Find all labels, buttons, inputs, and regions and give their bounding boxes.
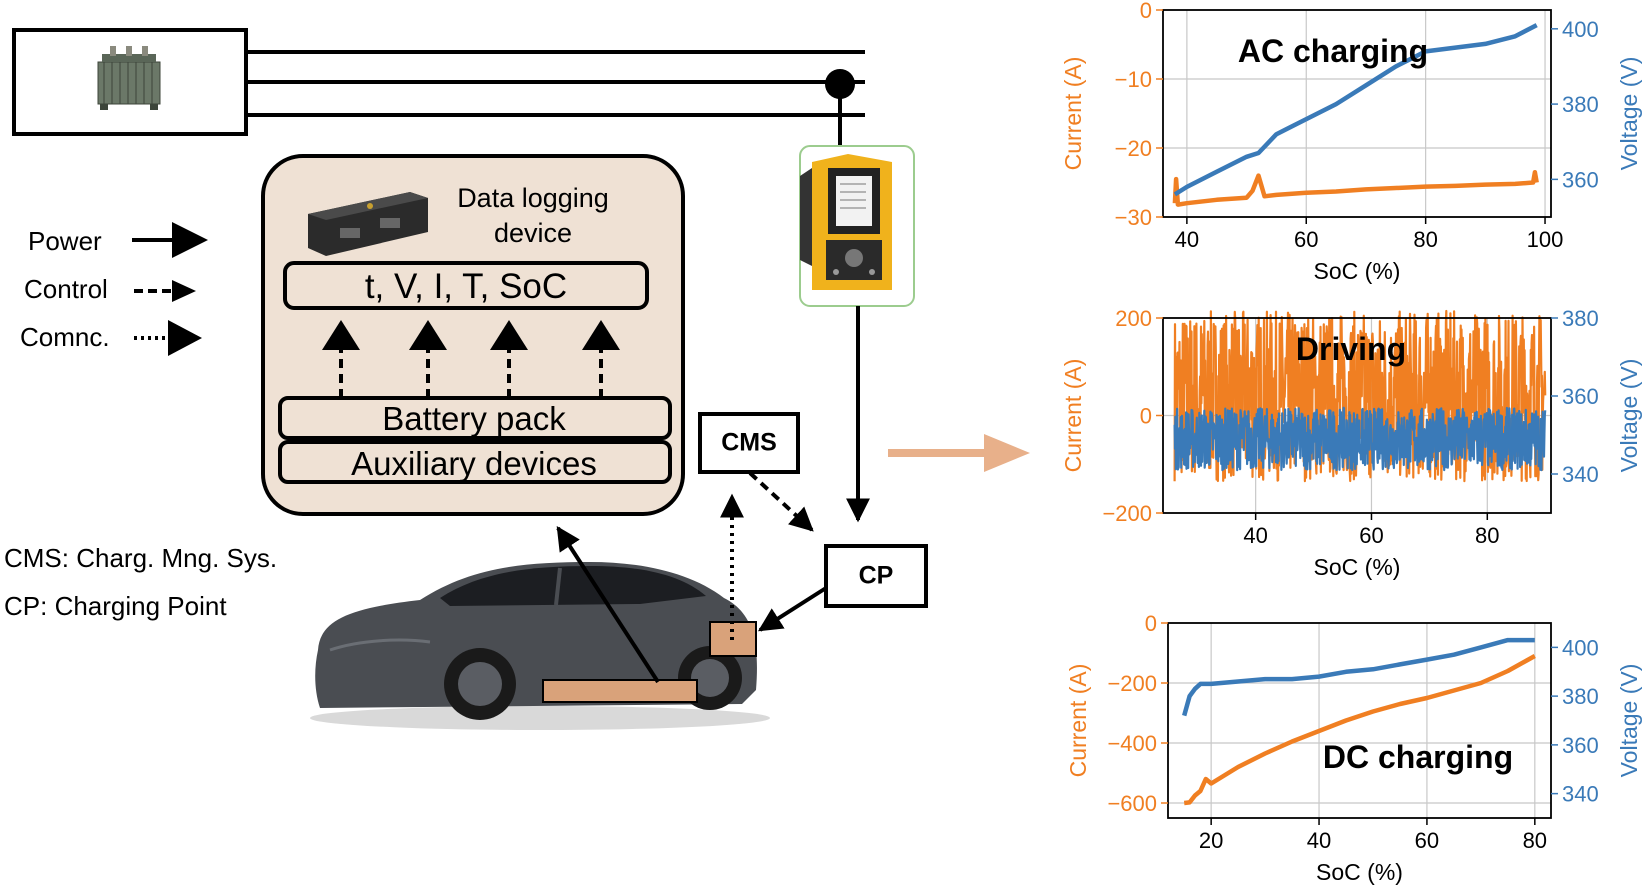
signals-box	[283, 261, 649, 310]
abbr-cp: CP: Charging Point	[4, 591, 227, 621]
y-right-axis-label: Voltage (V)	[1616, 359, 1642, 473]
series-current	[1183, 654, 1536, 806]
y-left-tick-label: 0	[1140, 404, 1152, 429]
cp-label: CP	[859, 562, 894, 590]
chart-title: DC charging	[1323, 739, 1513, 775]
y-right-tick-label: 340	[1562, 462, 1599, 487]
battery-pack-label: Battery pack	[382, 400, 566, 437]
battery-location-strip	[542, 679, 698, 703]
y-left-tick-label: −30	[1115, 205, 1152, 230]
x-tick-label: 60	[1294, 227, 1318, 252]
series-voltage	[1173, 23, 1538, 197]
x-axis-label: SoC (%)	[1314, 258, 1401, 284]
measurement-arrow-heads	[322, 320, 620, 350]
car-to-logger-arrow	[556, 525, 660, 684]
y-left-tick-label: −400	[1107, 731, 1157, 756]
logger-title-line1: Data logging	[457, 183, 609, 213]
cms-box	[698, 412, 800, 474]
y-left-tick-label: −200	[1102, 501, 1152, 526]
series-current	[1172, 169, 1539, 207]
plot-frame	[1162, 9, 1552, 218]
legend-control-label: Control	[24, 274, 108, 304]
cms-label: CMS	[721, 429, 777, 457]
cp-to-car-power-arrow	[757, 586, 828, 632]
y-left-tick-label: 0	[1145, 611, 1157, 636]
x-tick-label: 100	[1527, 227, 1564, 252]
signals-label: t, V, I, T, SoC	[365, 267, 567, 306]
y-left-tick-label: −20	[1115, 136, 1152, 161]
y-left-tick-label: 0	[1140, 0, 1152, 23]
grid-section	[12, 28, 865, 150]
y-left-tick-label: −200	[1107, 671, 1157, 696]
y-right-tick-label: 360	[1562, 167, 1599, 192]
x-tick-label: 60	[1359, 523, 1383, 548]
y-left-axis-label: Current (A)	[1060, 359, 1086, 473]
x-tick-label: 80	[1523, 828, 1547, 853]
data-flow-arrow	[888, 434, 1030, 472]
y-right-tick-label: 340	[1562, 782, 1599, 807]
cms-to-cp-control-arrow	[748, 471, 814, 532]
y-right-tick-label: 380	[1562, 306, 1599, 331]
aux-devices-label: Auxiliary devices	[351, 445, 597, 482]
charge-port-location	[709, 621, 757, 657]
battery-pack-box	[278, 396, 672, 440]
electric-car-icon	[310, 562, 770, 730]
arrow-legend: Power Control Comnc.	[20, 222, 208, 356]
cp-box	[824, 544, 928, 608]
y-right-tick-label: 400	[1562, 635, 1599, 660]
logger-title-line2: device	[494, 218, 572, 248]
data-logger-icon	[308, 192, 428, 256]
y-right-tick-label: 400	[1562, 17, 1599, 42]
x-tick-label: 40	[1307, 828, 1331, 853]
x-tick-label: 80	[1413, 227, 1437, 252]
plot-frame	[1167, 622, 1552, 819]
x-tick-label: 40	[1175, 227, 1199, 252]
x-tick-label: 20	[1199, 828, 1223, 853]
y-right-tick-label: 380	[1562, 92, 1599, 117]
y-right-tick-label: 360	[1562, 384, 1599, 409]
y-left-axis-label: Current (A)	[1065, 664, 1091, 778]
x-axis-label: SoC (%)	[1314, 554, 1401, 580]
y-right-axis-label: Voltage (V)	[1616, 664, 1642, 778]
x-axis-label: SoC (%)	[1316, 859, 1403, 885]
y-left-tick-label: 200	[1115, 306, 1152, 331]
series-voltage	[1182, 637, 1535, 717]
y-right-axis-label: Voltage (V)	[1616, 57, 1642, 171]
data-logger-panel: Data logging device t, V, I, T, SoC Batt…	[261, 154, 685, 516]
y-left-axis-label: Current (A)	[1060, 57, 1086, 171]
abbr-cms: CMS: Charg. Mng. Sys.	[4, 543, 277, 573]
y-left-tick-label: −10	[1115, 67, 1152, 92]
power-analyzer-icon	[799, 145, 915, 307]
chart-title: Driving	[1296, 331, 1406, 367]
x-tick-label: 80	[1475, 523, 1499, 548]
x-tick-label: 40	[1243, 523, 1267, 548]
y-right-tick-label: 380	[1562, 684, 1599, 709]
x-tick-label: 60	[1415, 828, 1439, 853]
legend-comm-label: Comnc.	[20, 322, 110, 352]
legend-power-label: Power	[28, 226, 102, 256]
y-right-tick-label: 360	[1562, 733, 1599, 758]
chart-title: AC charging	[1238, 33, 1428, 69]
y-left-tick-label: −600	[1107, 791, 1157, 816]
aux-devices-box	[278, 440, 672, 484]
series-voltage	[1173, 406, 1547, 472]
transformer-icon	[97, 46, 161, 110]
